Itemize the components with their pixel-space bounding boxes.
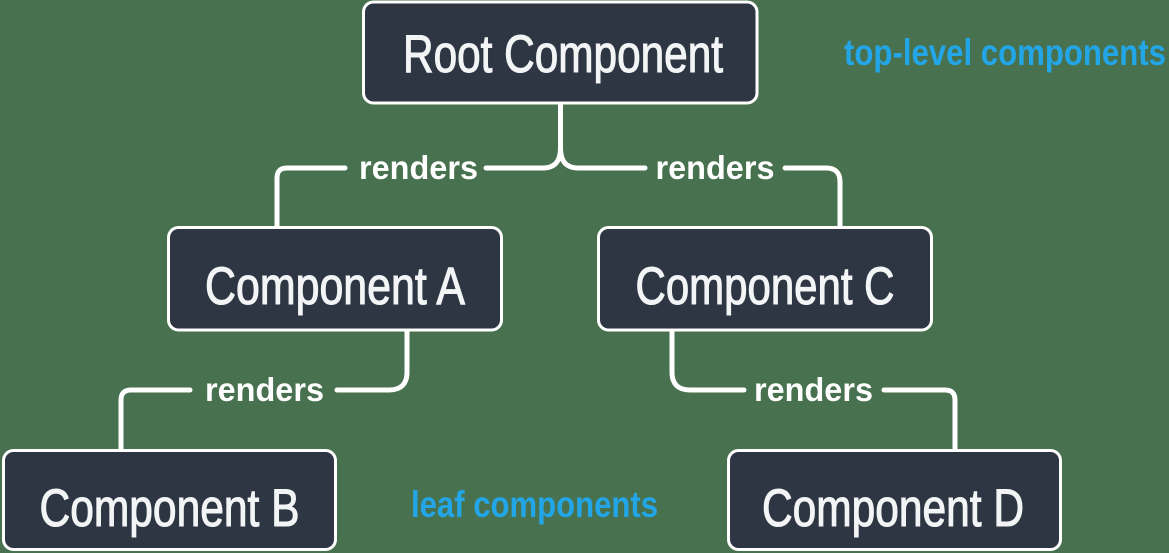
svg-text:leaf components: leaf components	[411, 484, 658, 525]
svg-text:renders: renders	[359, 149, 478, 186]
svg-text:Root Component: Root Component	[403, 25, 723, 84]
svg-text:renders: renders	[205, 371, 324, 408]
svg-text:top-level components: top-level components	[844, 32, 1166, 73]
svg-text:renders: renders	[754, 371, 873, 408]
svg-text:Component B: Component B	[40, 479, 300, 538]
svg-text:renders: renders	[656, 149, 775, 186]
svg-text:Component C: Component C	[636, 257, 895, 316]
svg-text:Component D: Component D	[762, 479, 1024, 538]
svg-text:Component A: Component A	[205, 257, 466, 316]
